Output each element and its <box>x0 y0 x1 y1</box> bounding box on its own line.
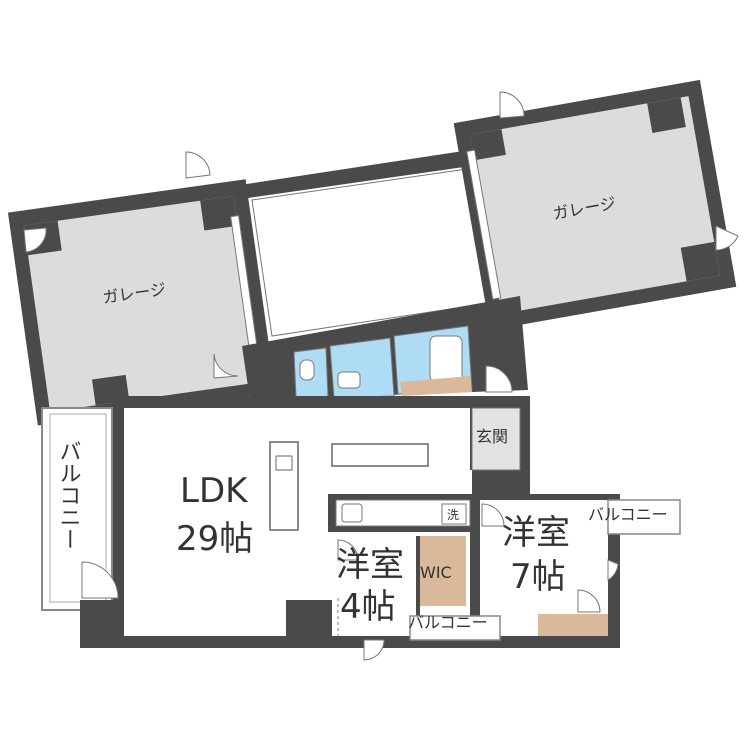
door-arc-balcony-left <box>81 561 119 599</box>
kitchen-counter <box>269 441 299 531</box>
garage-right-gate <box>466 149 502 300</box>
label-balcony-right: バルコニー <box>588 505 668 524</box>
garage-right-floor <box>469 96 721 314</box>
door-arc-garage-left-top <box>185 151 211 179</box>
door-arc-garage-left-side <box>23 227 47 253</box>
label-room-large-name: 洋室 <box>502 513 570 553</box>
room-large-wood-panel <box>538 614 608 636</box>
door-arc-wet-area <box>485 365 513 393</box>
garage-right <box>453 79 737 331</box>
balcony-left-corner-column <box>80 600 122 648</box>
washer-box <box>441 503 467 525</box>
toilet-icon <box>299 359 315 381</box>
garage-right-column-br <box>680 241 721 282</box>
balcony-bottom <box>409 615 501 641</box>
label-washer: 洗 <box>447 508 459 522</box>
garage-left <box>7 179 276 426</box>
label-room-small-name: 洋室 <box>336 545 404 585</box>
garage-left-column-tr <box>200 196 239 231</box>
garage-right-column-tr <box>647 97 686 133</box>
door-arc-room-large-bottom <box>577 589 601 613</box>
label-entrance: 玄関 <box>476 427 508 446</box>
balcony-right <box>607 499 681 535</box>
bathtub-icon <box>429 335 463 383</box>
washbasin-icon <box>337 371 361 389</box>
kitchen-sink-icon <box>275 455 293 471</box>
washroom-area <box>329 337 395 399</box>
door-arc-room-small-bottom <box>363 639 385 661</box>
door-arc-room-small <box>337 539 359 561</box>
kitchen-island <box>331 443 429 467</box>
label-balcony-bottom: バルコニー <box>408 613 488 632</box>
door-arc-garage-right-side <box>715 225 739 251</box>
label-wic: WIC <box>420 563 452 582</box>
bath-floor-wood <box>400 376 472 396</box>
door-arc-room-large <box>481 503 505 527</box>
garage-left-floor <box>23 196 260 412</box>
hall-basin-icon <box>341 503 363 523</box>
wic-floor <box>420 536 466 606</box>
door-arc-balcony-right <box>607 559 619 581</box>
room-large-wall-seg <box>470 530 480 636</box>
corridor-wall <box>240 150 478 198</box>
garage-right-column-tl <box>469 129 506 161</box>
room-small-divider <box>416 536 420 636</box>
door-arc-garage-left-bottom <box>213 353 239 379</box>
label-ldk-name: LDK <box>180 471 249 511</box>
entrance-floor <box>471 407 521 471</box>
label-ldk-size: 29帖 <box>176 519 253 559</box>
label-balcony-left: バルコニー <box>56 440 81 550</box>
ldk-column <box>286 600 332 636</box>
label-room-small-size: 4帖 <box>340 587 396 627</box>
door-arc-garage-right-top <box>499 91 525 119</box>
label-room-large-size: 7帖 <box>510 557 566 597</box>
balcony-left-inner <box>49 413 107 603</box>
